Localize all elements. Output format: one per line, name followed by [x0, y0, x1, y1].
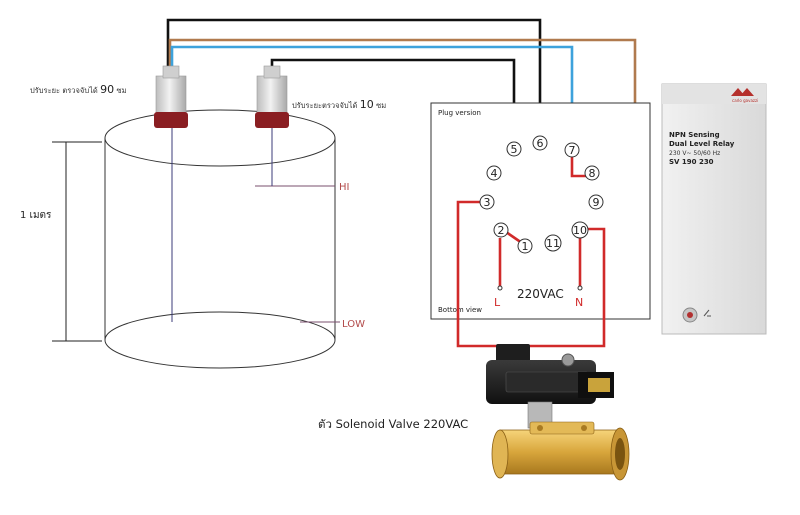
- svg-text:11: 11: [546, 237, 560, 250]
- pin-6: 6: [532, 135, 548, 151]
- pin-9: 9: [588, 194, 604, 210]
- low-label: LOW: [342, 319, 365, 330]
- red-wire-pin3-valve: [456, 200, 510, 348]
- valve-label: ตัว Solenoid Valve 220VAC: [318, 417, 468, 431]
- svg-text:1: 1: [522, 240, 529, 253]
- relay-line-1: NPN Sensing: [669, 131, 720, 139]
- probe-short: [255, 65, 289, 128]
- brand-logo-icon: carlo gavazzi: [731, 88, 758, 103]
- relay-line-3: 230 V~ 50/60 Hz: [669, 150, 720, 157]
- probe-short-label: ปรับระยะตรวจจับได้ 10 ซม: [292, 98, 386, 111]
- pin-4: 4: [486, 165, 502, 181]
- red-wire-pin10-valve: [528, 227, 606, 348]
- probe-long: [154, 65, 188, 128]
- svg-text:3: 3: [484, 196, 491, 209]
- svg-text:9: 9: [593, 196, 600, 209]
- pin-10: 10: [571, 221, 589, 239]
- pin-11: 11: [544, 234, 562, 252]
- svg-text:2: 2: [498, 224, 505, 237]
- svg-text:4: 4: [491, 167, 498, 180]
- pin-7: 7: [564, 142, 580, 158]
- hi-label: HI: [339, 182, 349, 193]
- supply-voltage-label: 220VAC: [517, 287, 564, 301]
- svg-text:10: 10: [573, 224, 587, 237]
- relay-unit: carlo gavazzi NPN Sensing Dual Level Rel…: [661, 83, 767, 335]
- socket-subtitle: Bottom view: [438, 306, 482, 314]
- svg-text:6: 6: [537, 137, 544, 150]
- water-tank: 1 เมตร HI LOW: [20, 109, 365, 369]
- neutral-terminal-label: N: [575, 296, 583, 309]
- blue-wire-pin7: [170, 45, 574, 142]
- pin-5: 5: [506, 141, 522, 157]
- probe-long-label: ปรับระยะ ตรวจจับได้ 90 ซม: [30, 83, 127, 96]
- relay-line-4: SV 190 230: [669, 158, 714, 166]
- relay-socket: Plug version Bottom view 1 2 3 4 5 6 7 8…: [430, 102, 651, 348]
- line-terminal-label: L: [494, 296, 501, 309]
- tank-top-ellipse: [104, 109, 336, 167]
- relay-line-2: Dual Level Relay: [669, 140, 735, 148]
- svg-text:8: 8: [589, 167, 596, 180]
- pin-3: 3: [479, 194, 495, 210]
- solenoid-valve: [486, 344, 630, 481]
- black-wire-pin6: [166, 18, 542, 138]
- svg-text:carlo gavazzi: carlo gavazzi: [732, 98, 758, 103]
- tank-bottom-ellipse: [104, 311, 336, 369]
- pin-8: 8: [584, 165, 600, 181]
- socket-title: Plug version: [438, 109, 481, 117]
- red-bridge-7-8: [570, 154, 590, 178]
- tank-height-label: 1 เมตร: [20, 210, 52, 221]
- tank-body: [104, 138, 336, 340]
- svg-text:5: 5: [511, 143, 518, 156]
- socket-pins: 1 2 3 4 5 6 7 8 9 10 11: [479, 135, 604, 254]
- adjust-knob-icon: [682, 307, 711, 323]
- svg-text:7: 7: [569, 144, 576, 157]
- pin-2: 2: [493, 222, 509, 238]
- pin-1: 1: [517, 238, 533, 254]
